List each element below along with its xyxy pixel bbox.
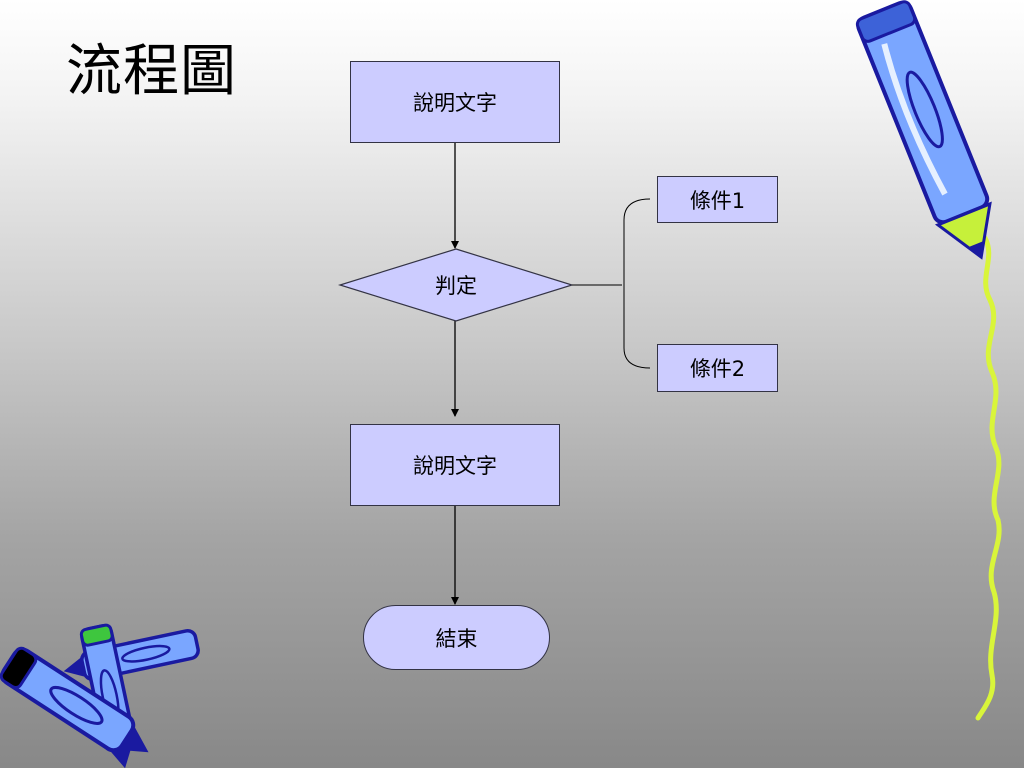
process-box-top-label: 說明文字 xyxy=(413,91,497,115)
condition-box-2-label: 條件2 xyxy=(689,357,746,381)
page-title: 流程圖 xyxy=(66,39,237,104)
process-box-bottom-label: 說明文字 xyxy=(413,454,497,478)
process-box-bottom: 說明文字 xyxy=(350,424,560,506)
end-terminal-label: 結束 xyxy=(435,626,478,651)
condition-box-1: 條件1 xyxy=(657,176,778,223)
condition-box-1-label: 條件1 xyxy=(689,188,746,213)
squiggle-line xyxy=(975,235,1002,721)
condition-brace xyxy=(623,198,651,369)
decision-label: 判定 xyxy=(435,274,477,298)
condition-box-2: 條件2 xyxy=(657,344,778,392)
decision-diamond xyxy=(337,248,575,322)
end-terminal: 結束 xyxy=(363,605,550,670)
pencil-icon xyxy=(855,0,992,260)
process-box-top: 說明文字 xyxy=(350,61,560,143)
crayons-icon xyxy=(0,623,200,768)
